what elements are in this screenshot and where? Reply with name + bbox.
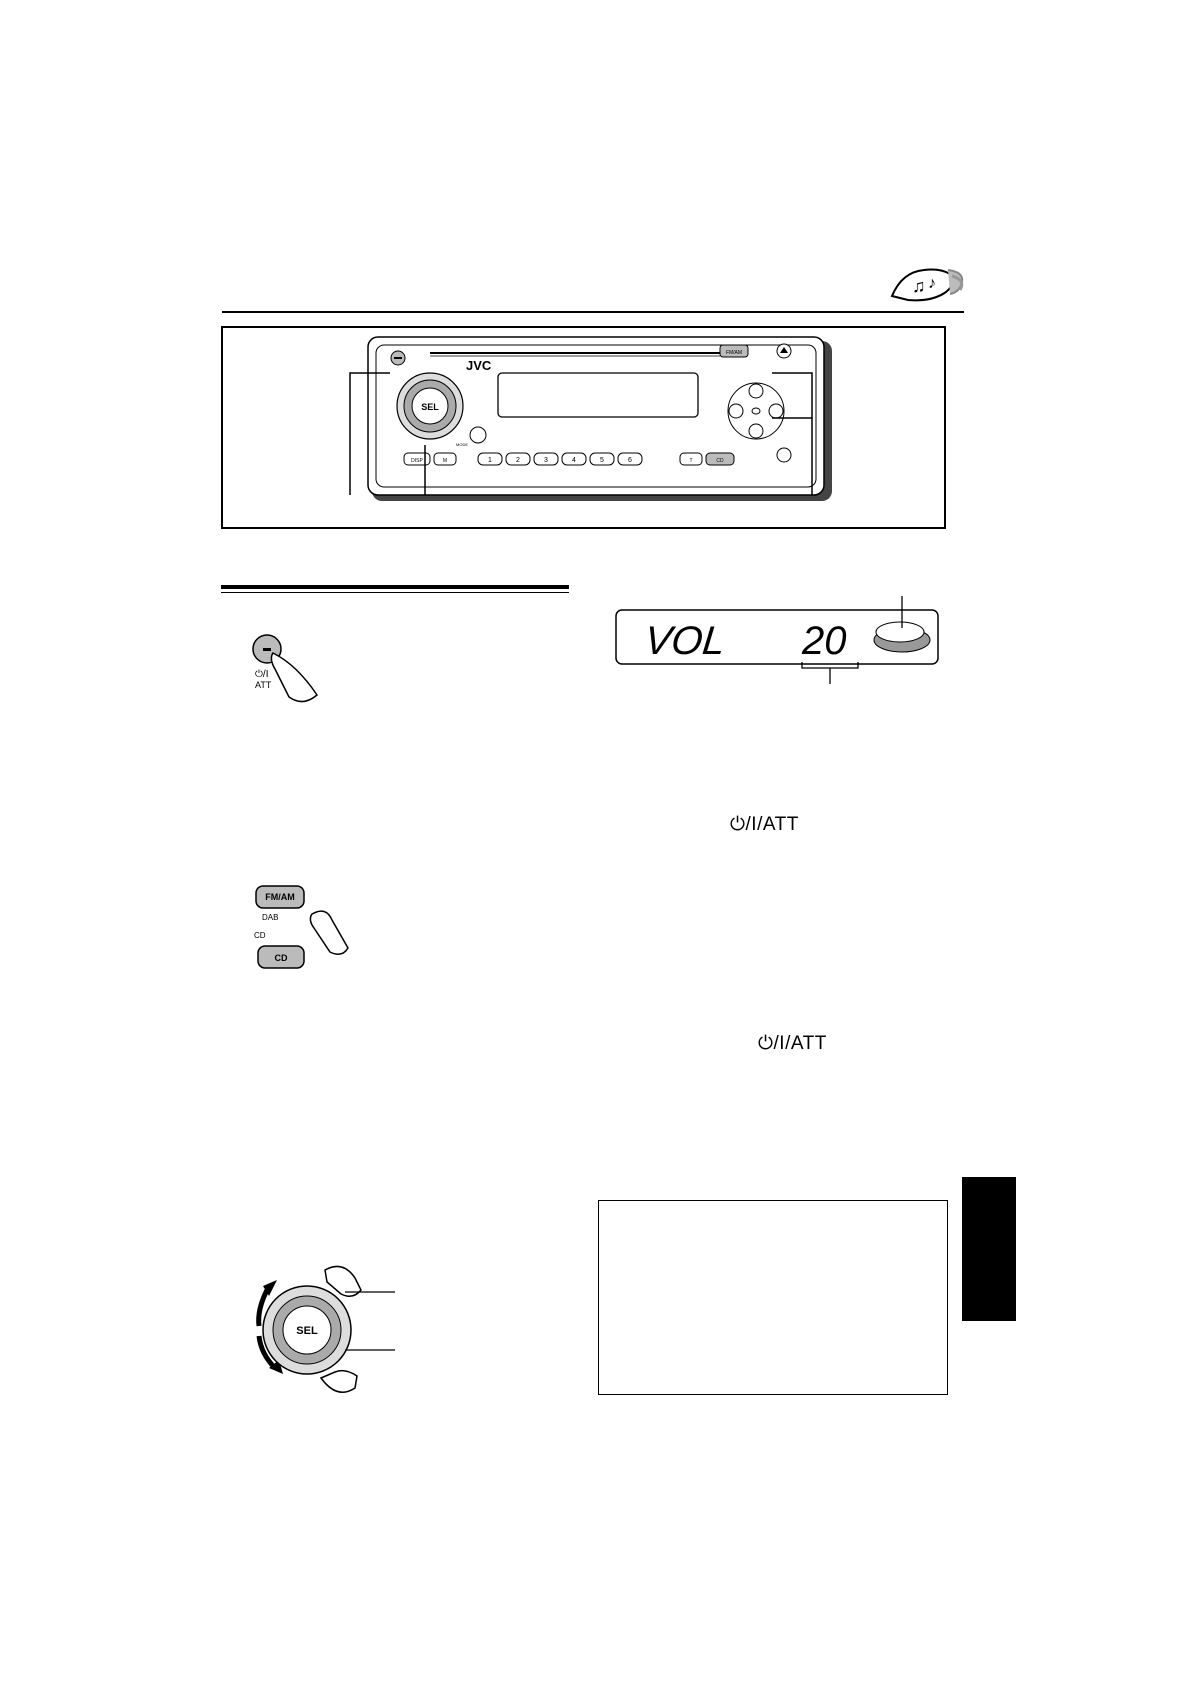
svg-text:M: M [443, 458, 447, 464]
music-notes-icon: ♫ ♪ [890, 268, 964, 302]
svg-text:CD: CD [275, 953, 288, 963]
svg-text:2: 2 [516, 457, 520, 464]
svg-text:1: 1 [488, 457, 492, 464]
lcd-display: VOL 20 [615, 596, 939, 684]
control-panel-illustration: JVC SEL FM/AM CD DISP M 1 2 3 4 5 6 T MO… [367, 336, 832, 501]
power-att-label-1: ⏻/I/ATT [730, 814, 799, 835]
section-rule-thin [221, 592, 569, 593]
brand-logo: JVC [466, 358, 492, 373]
svg-text:MODE: MODE [456, 442, 468, 447]
sel-knob-label: SEL [421, 402, 439, 412]
note-box [598, 1200, 948, 1395]
svg-text:♪: ♪ [928, 275, 936, 292]
svg-text:FM/AM: FM/AM [726, 350, 742, 356]
section-rule [221, 585, 569, 589]
svg-text:T: T [689, 458, 692, 464]
svg-text:SEL: SEL [296, 1325, 318, 1337]
callout-lines [349, 372, 813, 495]
svg-text:ATT: ATT [255, 680, 272, 690]
sel-knob-illustration: SEL [256, 1265, 395, 1393]
svg-text:DAB: DAB [262, 913, 278, 922]
power-att-label-2: ⏻/I/ATT [758, 1033, 827, 1054]
display-value: 20 [801, 619, 847, 663]
header-rule [222, 311, 964, 313]
svg-text:⏻/I: ⏻/I [255, 669, 268, 680]
control-panel-frame [221, 326, 946, 529]
svg-text:CD: CD [254, 931, 266, 940]
svg-text:6: 6 [628, 457, 632, 464]
svg-text:♫: ♫ [912, 276, 926, 296]
svg-text:CD: CD [716, 458, 724, 464]
svg-text:DISP: DISP [411, 458, 423, 464]
svg-text:FM/AM: FM/AM [265, 892, 295, 902]
svg-text:5: 5 [600, 457, 604, 464]
source-buttons: FM/AM DAB CD CD [254, 885, 349, 969]
svg-text:3: 3 [544, 457, 548, 464]
svg-text:4: 4 [572, 457, 576, 464]
display-text: VOL [643, 619, 728, 663]
language-tab [962, 1177, 1016, 1321]
power-att-button: ⏻/I ATT [252, 634, 318, 703]
